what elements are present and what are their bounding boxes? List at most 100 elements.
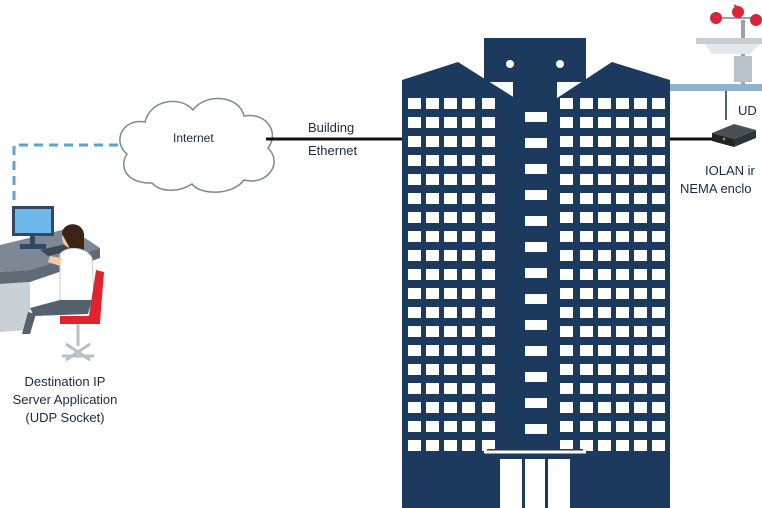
tower-window [634,155,647,166]
internet-label: Internet [173,131,214,145]
tower-window [560,269,573,280]
tower-window [560,136,573,147]
tower-window [616,402,629,413]
tower-window [482,136,495,147]
tower-window [444,212,457,223]
tower-window [462,288,475,299]
tower-window [616,383,629,394]
tower-window [560,98,573,109]
tower-window [560,421,573,432]
tower-window [408,383,421,394]
tower-window [482,440,495,451]
tower-window [482,288,495,299]
tower-window [462,98,475,109]
tower-window [482,307,495,318]
tower-window [408,288,421,299]
tower-window [652,193,665,204]
tower-window [525,320,547,330]
tower-window [634,98,647,109]
tower-window [634,250,647,261]
tower-window [462,383,475,394]
tower-window [462,421,475,432]
office-tower-icon [402,38,670,508]
tower-window [634,440,647,451]
tower-window [462,364,475,375]
tower-window [426,402,439,413]
tower-window [598,193,611,204]
tower-window [580,440,593,451]
tower-window [426,193,439,204]
tower-window [580,117,593,128]
tower-window [444,364,457,375]
tower-window [560,231,573,242]
tower-window [426,231,439,242]
tower-window [462,212,475,223]
tower-window [444,117,457,128]
tower-window [525,424,547,434]
tower-window [634,345,647,356]
tower-window [525,138,547,148]
tower-window [616,364,629,375]
tower-window [462,345,475,356]
tower-window [408,345,421,356]
tower-window [444,402,457,413]
tower-window [482,364,495,375]
tower-window [525,398,547,408]
tower-window [462,402,475,413]
tower-window [560,345,573,356]
tower-window [616,174,629,185]
tower-window [462,155,475,166]
tower-window [652,212,665,223]
tower-window [408,440,421,451]
tower-window [598,440,611,451]
tower-window [652,364,665,375]
tower-window [634,288,647,299]
tower-window [462,269,475,280]
tower-window [598,136,611,147]
tower-window [616,212,629,223]
tower-window [426,155,439,166]
tower-window [408,174,421,185]
tower-window [652,136,665,147]
weather-station-icon [668,4,762,120]
tower-window [580,364,593,375]
tower-window [560,383,573,394]
tower-window [482,250,495,261]
tower-window [580,307,593,318]
tower-window [444,193,457,204]
tower-window [598,383,611,394]
tower-window [408,136,421,147]
tower-window [580,288,593,299]
tower-window [462,231,475,242]
tower-window [580,326,593,337]
tower-window [652,288,665,299]
tower-window [580,421,593,432]
tower-window [634,307,647,318]
cloud-icon [119,97,275,193]
tower-window [408,250,421,261]
tower-window [444,174,457,185]
tower-window [598,155,611,166]
tower-window [408,98,421,109]
tower-window [616,250,629,261]
tower-window [426,364,439,375]
tower-window [426,307,439,318]
tower-window [580,193,593,204]
tower-window [525,216,547,226]
tower-window [616,98,629,109]
tower-window [462,117,475,128]
tower-window [580,383,593,394]
tower-window [652,231,665,242]
tower-window [580,174,593,185]
tower-window [482,402,495,413]
tower-window [598,288,611,299]
tower-window [408,269,421,280]
tower-window [616,345,629,356]
tower-window [598,98,611,109]
tower-window [444,383,457,394]
tower-window [482,212,495,223]
tower-window [580,98,593,109]
tower-window [426,117,439,128]
tower-window [598,307,611,318]
